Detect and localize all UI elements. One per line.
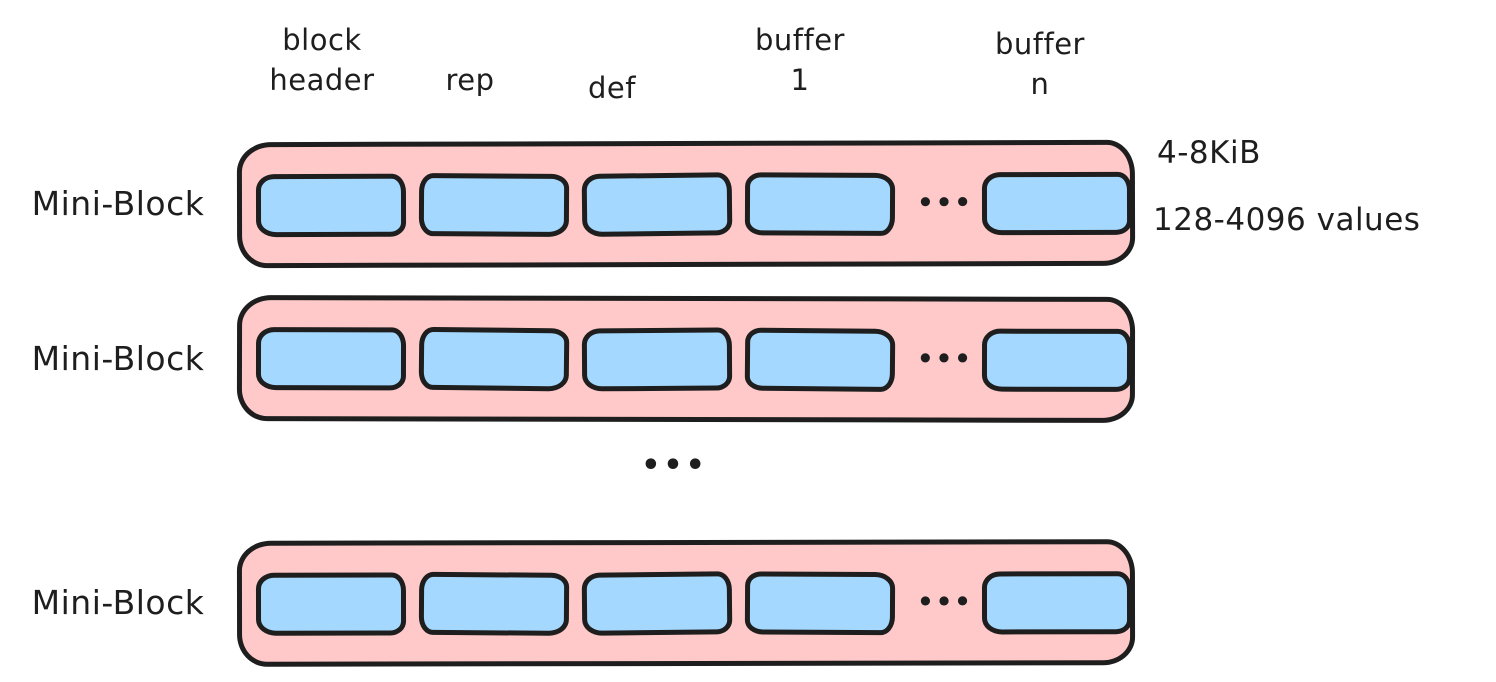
buffer-n-box bbox=[981, 171, 1133, 235]
mini-block-row: ••• bbox=[236, 295, 1136, 423]
column-label-buffer-1: buffer 1 bbox=[755, 23, 845, 98]
values-annotation: 128-4096 values bbox=[1153, 202, 1421, 238]
mini-block-label: Mini-Block bbox=[31, 583, 205, 622]
buffer-ellipsis: ••• bbox=[917, 188, 973, 219]
def-box bbox=[581, 171, 733, 237]
buffer-n-box bbox=[981, 328, 1133, 392]
mini-block-row: ••• bbox=[236, 539, 1136, 667]
block-header-box bbox=[255, 173, 407, 237]
rep-box bbox=[418, 326, 570, 391]
buffer-1-box bbox=[744, 570, 896, 635]
def-box bbox=[581, 570, 733, 636]
rows-ellipsis: ••• bbox=[641, 448, 708, 483]
column-label-block-header: block header bbox=[269, 23, 375, 98]
buffer-1-box bbox=[744, 171, 896, 236]
column-label-rep: rep bbox=[445, 63, 495, 97]
column-label-buffer-n: buffer n bbox=[995, 27, 1085, 102]
mini-block-row: ••• bbox=[236, 139, 1136, 269]
buffer-ellipsis: ••• bbox=[917, 344, 973, 375]
buffer-1-box bbox=[744, 327, 896, 392]
buffer-ellipsis: ••• bbox=[917, 587, 973, 618]
def-box bbox=[581, 326, 733, 391]
block-header-box bbox=[255, 571, 407, 636]
size-annotation: 4-8KiB bbox=[1157, 135, 1261, 171]
rep-box bbox=[418, 172, 570, 237]
column-label-def: def bbox=[588, 71, 636, 105]
rep-box bbox=[418, 571, 570, 636]
buffer-n-box bbox=[981, 570, 1133, 634]
mini-block-label: Mini-Block bbox=[31, 184, 205, 223]
mini-block-label: Mini-Block bbox=[31, 339, 205, 378]
block-header-box bbox=[255, 326, 407, 390]
